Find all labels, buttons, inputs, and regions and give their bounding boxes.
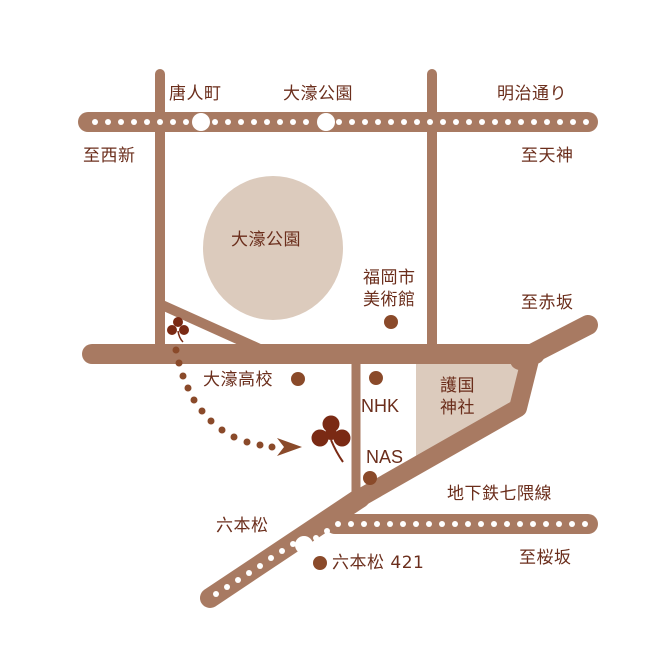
clover-small-icon	[167, 317, 189, 343]
landmark-label-nas: NAS	[366, 447, 404, 467]
landmark-label-ohori-high-school: 大濠高校	[203, 370, 273, 390]
area-label-gokoku-line2: 神社	[440, 398, 475, 418]
road-diagonal-small	[157, 300, 267, 355]
station-tojinmachi-marker[interactable]	[192, 113, 210, 131]
nas-marker[interactable]	[363, 471, 377, 485]
art-museum-marker[interactable]	[384, 315, 398, 329]
station-label-ohori-park: 大濠公園	[283, 84, 353, 104]
landmark-label-ropponmatsu-421: 六本松 421	[332, 553, 425, 573]
area-label-ohori-park: 大濠公園	[231, 230, 301, 250]
subway-rail-dots	[213, 521, 588, 597]
area-label-gokoku-line1: 護国	[440, 376, 475, 396]
ropponmatsu-421-marker[interactable]	[313, 556, 327, 570]
road-subway-diagonal	[200, 488, 370, 608]
arrow-right-icon	[277, 438, 302, 456]
ohori-high-school-marker[interactable]	[291, 372, 305, 386]
station-label-tojinmachi: 唐人町	[169, 84, 222, 104]
station-ohori-park-marker[interactable]	[317, 113, 335, 131]
clover-icon[interactable]	[311, 415, 351, 463]
direction-label-nishijin: 至西新	[83, 146, 136, 166]
direction-label-akasaka: 至赤坂	[521, 293, 574, 313]
road-label-meiji-dori: 明治通り	[497, 84, 567, 104]
meiji-rail-dots	[92, 119, 589, 125]
landmark-label-art-museum-line2: 美術館	[363, 290, 416, 310]
gokoku-shrine-area	[416, 364, 522, 462]
station-ropponmatsu-marker[interactable]	[295, 536, 313, 554]
route-dots	[172, 346, 276, 451]
station-label-ropponmatsu: 六本松	[216, 516, 269, 536]
road-label-subway-nanakuma: 地下鉄七隈線	[447, 484, 552, 504]
nhk-marker[interactable]	[369, 371, 383, 385]
direction-label-sakurazaka: 至桜坂	[519, 548, 572, 568]
direction-label-tenjin: 至天神	[521, 146, 574, 166]
landmark-label-nhk: NHK	[361, 396, 400, 416]
road-shrine-edge	[351, 351, 539, 507]
landmark-label-art-museum-line1: 福岡市	[363, 268, 416, 288]
ohori-park-area	[203, 176, 343, 320]
